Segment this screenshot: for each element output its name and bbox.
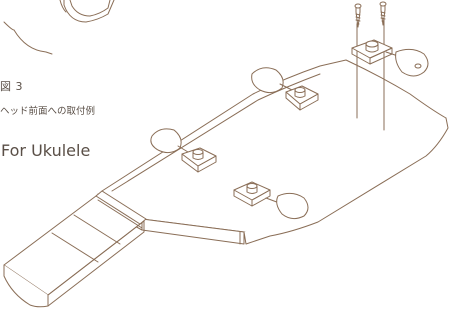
alignment-lines: [356, 19, 385, 131]
partial-headstock-top: [3, 0, 115, 55]
figure-number: 図 3: [0, 80, 23, 93]
screw-icon: [379, 1, 387, 26]
figure-subtitle: ヘッド前面への取付例: [0, 106, 96, 117]
instrument-label: For Ukulele: [1, 141, 91, 160]
tuning-peg-icon: [150, 128, 217, 173]
tuning-peg-icon: [251, 67, 319, 111]
screw-icon: [354, 3, 362, 28]
tuning-peg-icon: [233, 181, 309, 220]
tuning-peg-icon: [351, 39, 429, 77]
ukulele-neck: [3, 190, 147, 308]
